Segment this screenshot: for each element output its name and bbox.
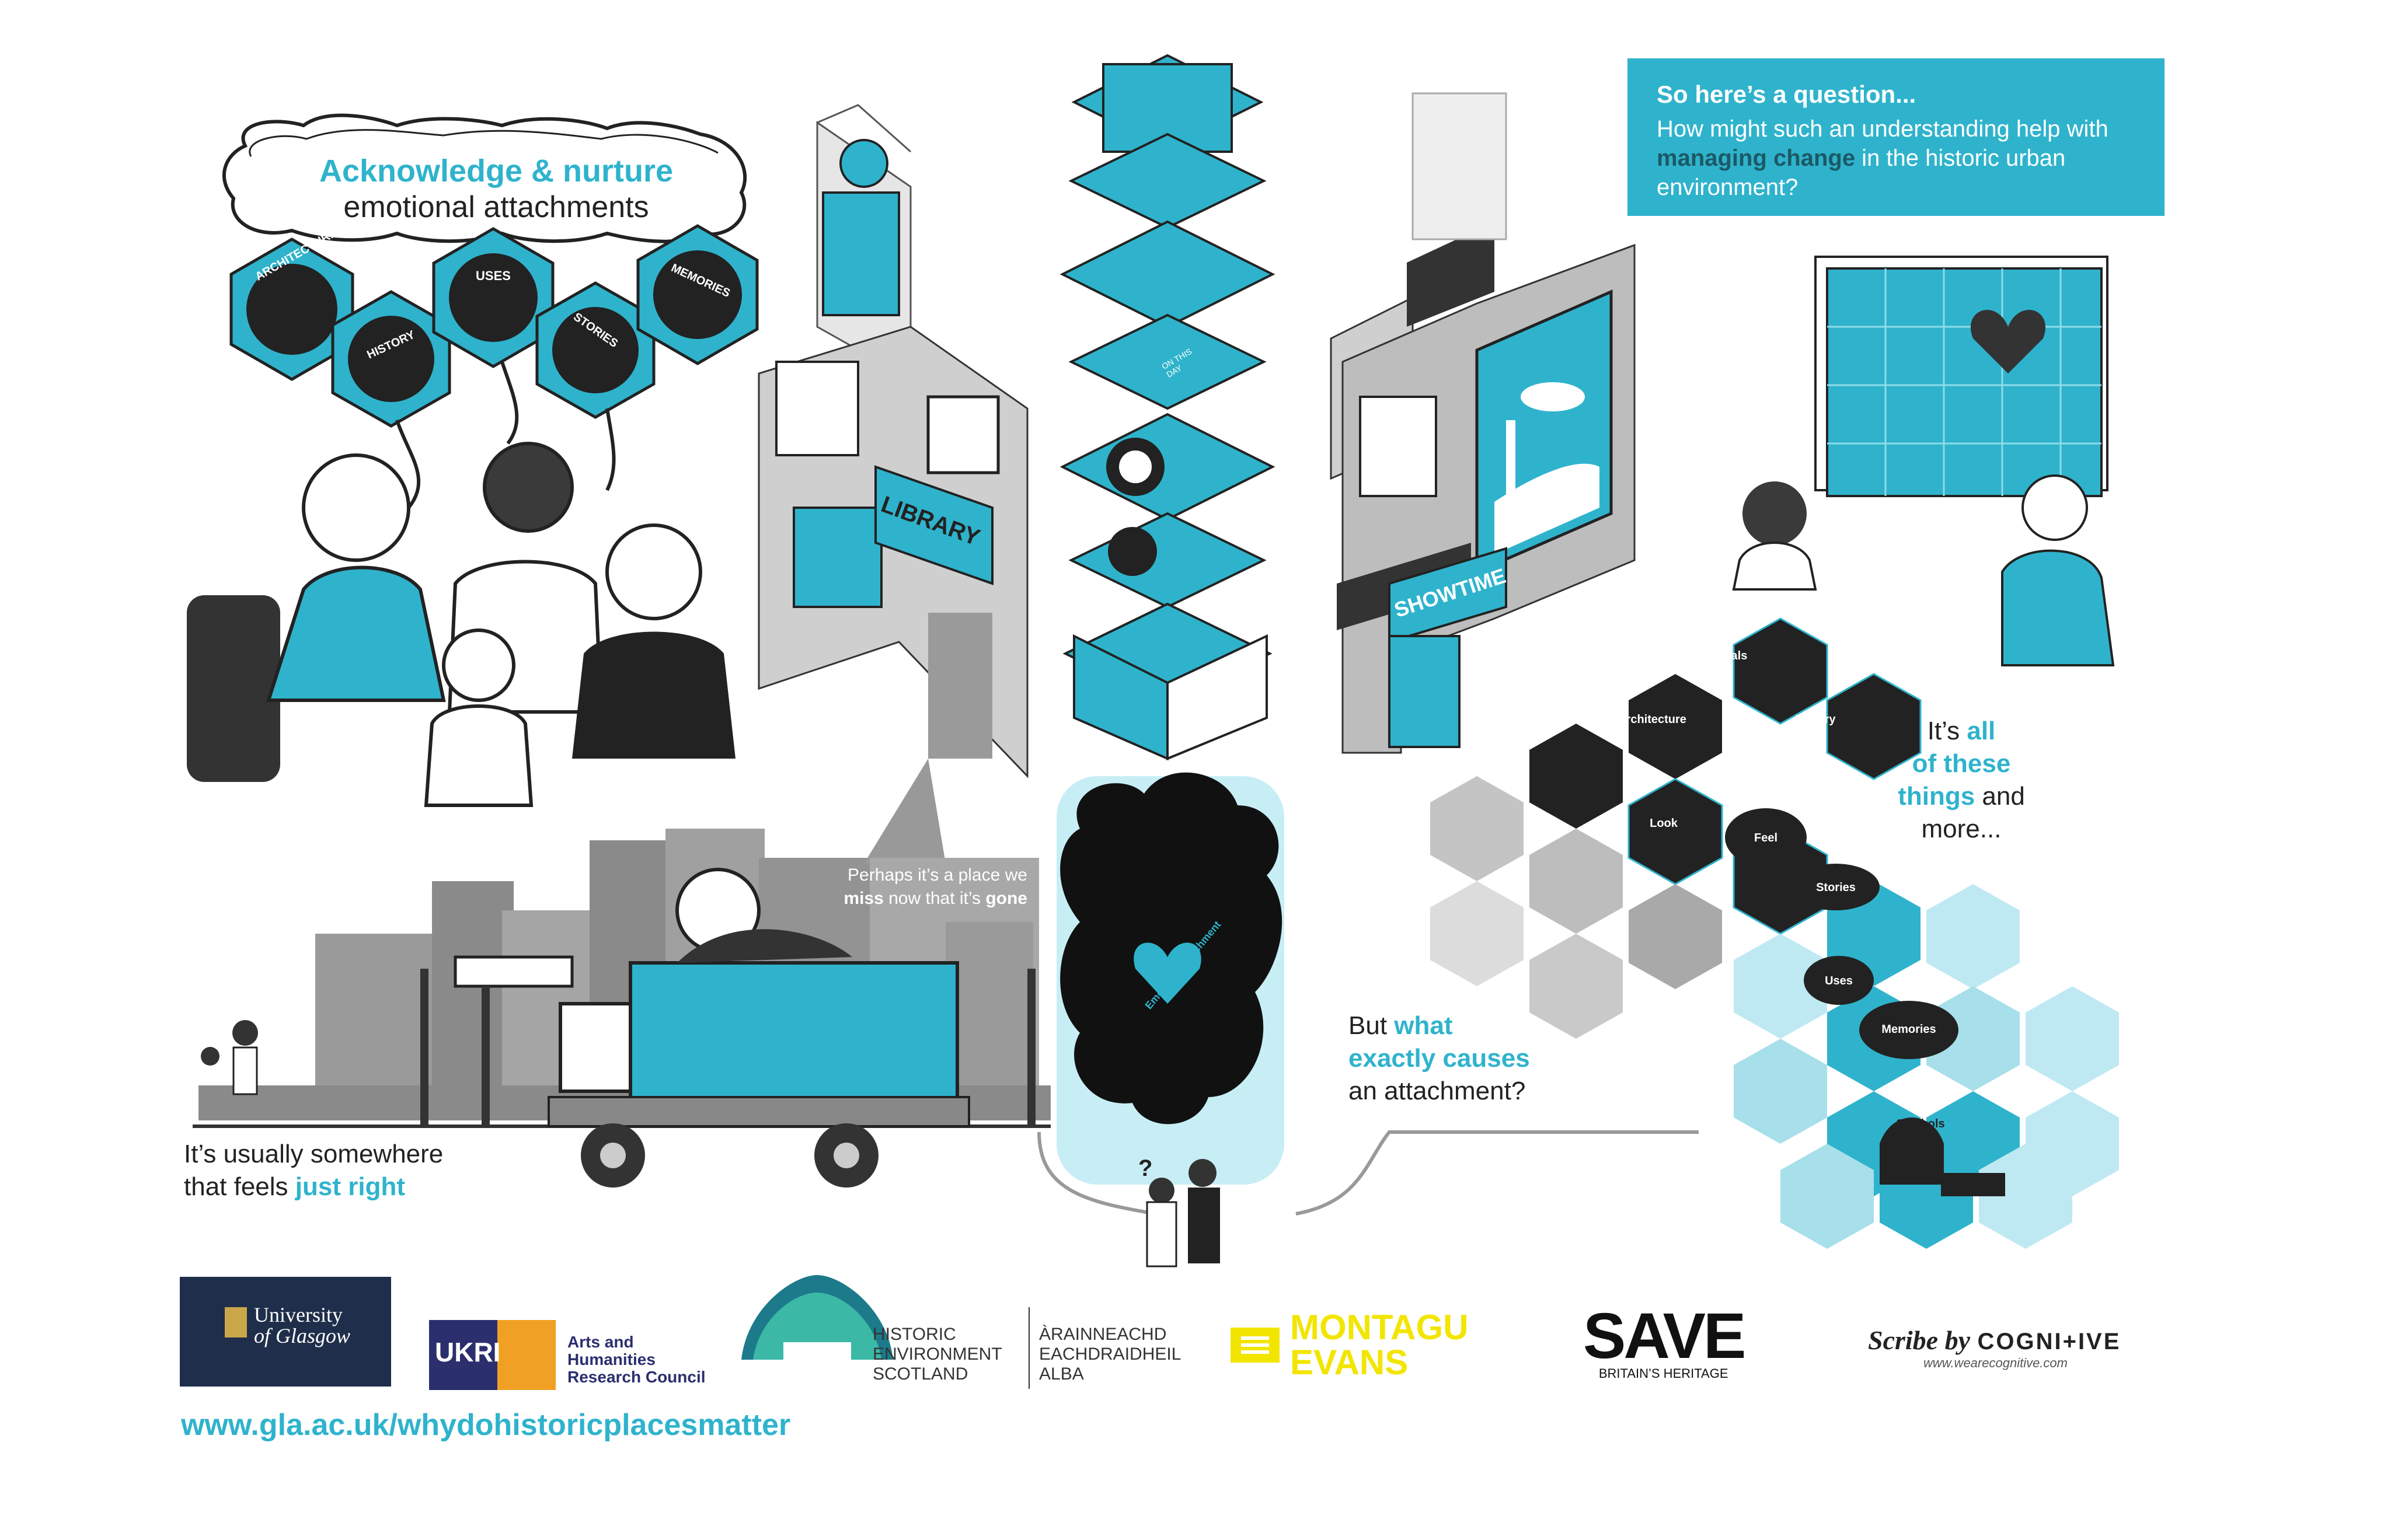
hes-gd2: EACHDRAIDHEIL bbox=[1039, 1345, 1181, 1364]
layer-stack bbox=[1059, 54, 1275, 761]
hes-en3: SCOTLAND bbox=[873, 1364, 968, 1384]
caption-all-pre: It’s bbox=[1927, 717, 1967, 745]
hex-label-history: History bbox=[1795, 713, 1836, 726]
question-heading: So here’s a question... bbox=[1657, 81, 1916, 108]
hex-label-memories: Memories bbox=[1881, 1023, 1936, 1036]
hes-english: HISTORIC ENVIRONMENT SCOTLAND bbox=[873, 1325, 1002, 1384]
question-mark: ? bbox=[1138, 1155, 1153, 1181]
hes-en1: HISTORIC bbox=[873, 1325, 956, 1344]
caption-just-right-line2: that feels just right bbox=[184, 1171, 563, 1203]
hex-label-stories: Stories bbox=[1816, 881, 1856, 894]
arrow-sign bbox=[454, 955, 574, 988]
caption-all-line1: It’s all bbox=[1874, 715, 2049, 748]
cognitive-text: COGNI+IVE bbox=[1977, 1329, 2121, 1354]
people-group bbox=[187, 442, 736, 807]
glasgow-line1: University bbox=[254, 1303, 343, 1326]
hex-label-uses: Uses bbox=[1825, 975, 1853, 987]
caption-miss: Perhaps it’s a place we miss now that it… bbox=[782, 864, 1027, 910]
save-logo: SAVE BRITAIN’S HERITAGE bbox=[1583, 1300, 1746, 1382]
caption-all-line3: things and bbox=[1874, 780, 2049, 813]
caption-all-things: It’s all of these things and more... bbox=[1874, 715, 2049, 846]
cinema-building bbox=[1330, 92, 1636, 754]
ahrc-line3: Research Council bbox=[567, 1368, 706, 1386]
cog-label-uses: USES bbox=[476, 268, 511, 283]
caption-just-right-pre: that feels bbox=[184, 1172, 295, 1201]
question-highlight: managing change bbox=[1657, 145, 1856, 171]
montagu-line1: MONTAGU bbox=[1290, 1308, 1469, 1347]
headline-line1: Acknowledge & nurture bbox=[319, 153, 674, 188]
caption-attachment: an attachment? bbox=[1348, 1077, 1526, 1105]
caption-what: what bbox=[1394, 1011, 1453, 1040]
cogs-group bbox=[229, 224, 759, 428]
caption-all-hl3: things bbox=[1898, 782, 1975, 811]
cognitive-logo: Scribe by COGNI+IVE www.wearecognitive.c… bbox=[1868, 1325, 2195, 1371]
caption-miss-gone: gone bbox=[985, 889, 1027, 908]
caption-just-right-highlight: just right bbox=[295, 1172, 405, 1201]
footer-url-link[interactable]: www.gla.ac.uk/whydohistoricplacesmatter bbox=[181, 1408, 791, 1442]
headline-cloud bbox=[222, 113, 747, 243]
hex-label-feel: Feel bbox=[1754, 832, 1778, 844]
question-body: How might such an understanding help wit… bbox=[1657, 114, 2135, 202]
save-line2: BRITAIN’S HERITAGE bbox=[1598, 1366, 1728, 1381]
ahrc-line1: Arts and bbox=[567, 1333, 634, 1351]
skip-truck bbox=[548, 868, 970, 1188]
caption-all-post: and bbox=[1975, 782, 2025, 811]
caption-miss-line1: Perhaps it’s a place we bbox=[848, 865, 1027, 885]
caption-what-line1: But what bbox=[1348, 1010, 1594, 1042]
map-scene bbox=[1732, 256, 2115, 666]
headline: Acknowledge & nurture emotional attachme… bbox=[274, 153, 718, 225]
hex-label-look: Look bbox=[1650, 817, 1678, 830]
caption-all-hl2: of these bbox=[1912, 749, 2011, 778]
scribe-by-text: Scribe by bbox=[1868, 1325, 1971, 1355]
hes-en2: ENVIRONMENT bbox=[873, 1345, 1002, 1364]
hes-gd3: ALBA bbox=[1039, 1364, 1084, 1384]
hes-gd1: ÀRAINNEACHD bbox=[1039, 1325, 1167, 1344]
question-box: So here’s a question... How might such a… bbox=[1627, 58, 2165, 216]
glasgow-logo: University of Glasgow bbox=[254, 1304, 388, 1346]
hex-label-materials: Materials bbox=[1696, 649, 1748, 662]
hex-label-architecture: Architecture bbox=[1618, 713, 1686, 726]
question-body-end: in the historic urban environment? bbox=[1657, 145, 2066, 200]
caption-miss-mid: now that it’s bbox=[883, 889, 986, 908]
caption-miss-word: miss bbox=[844, 889, 884, 908]
ahrc-logo-text: Arts and Humanities Research Council bbox=[567, 1333, 706, 1386]
caption-exactly-causes: exactly causes bbox=[1348, 1044, 1530, 1073]
ahrc-line2: Humanities bbox=[567, 1350, 656, 1368]
dark-cloud bbox=[1057, 772, 1284, 1267]
cognitive-url: www.wearecognitive.com bbox=[1923, 1356, 2068, 1370]
honeycomb bbox=[1430, 617, 2119, 1249]
headline-line2: emotional attachments bbox=[343, 190, 649, 224]
glasgow-line2: of Glasgow bbox=[254, 1324, 351, 1347]
hex-label-rhythms: Rhythms bbox=[1954, 1173, 2004, 1186]
question-body-start: How might such an understanding help wit… bbox=[1657, 116, 2108, 142]
caption-all-more: more... bbox=[1921, 815, 2002, 843]
library-building bbox=[758, 104, 1029, 778]
montagu-line2: EVANS bbox=[1290, 1343, 1409, 1382]
caption-just-right-line1: It’s usually somewhere bbox=[184, 1140, 444, 1168]
caption-just-right: It’s usually somewhere that feels just r… bbox=[184, 1138, 563, 1203]
hex-label-symbols: Symbols bbox=[1896, 1118, 1945, 1130]
montagu-logo: MONTAGU EVANS bbox=[1290, 1310, 1469, 1380]
glasgow-logo-bg bbox=[180, 1277, 391, 1387]
caption-miss-line2: miss now that it’s gone bbox=[782, 887, 1027, 910]
caption-all-hl1: all bbox=[1967, 717, 1996, 745]
ukri-logo-text: UKRI bbox=[435, 1337, 501, 1367]
caption-but: But bbox=[1348, 1011, 1395, 1040]
save-line1: SAVE bbox=[1583, 1300, 1746, 1372]
hes-gaelic: ÀRAINNEACHD EACHDRAIDHEIL ALBA bbox=[1039, 1325, 1181, 1384]
caption-what-causes: But what exactly causes an attachment? bbox=[1348, 1010, 1594, 1108]
